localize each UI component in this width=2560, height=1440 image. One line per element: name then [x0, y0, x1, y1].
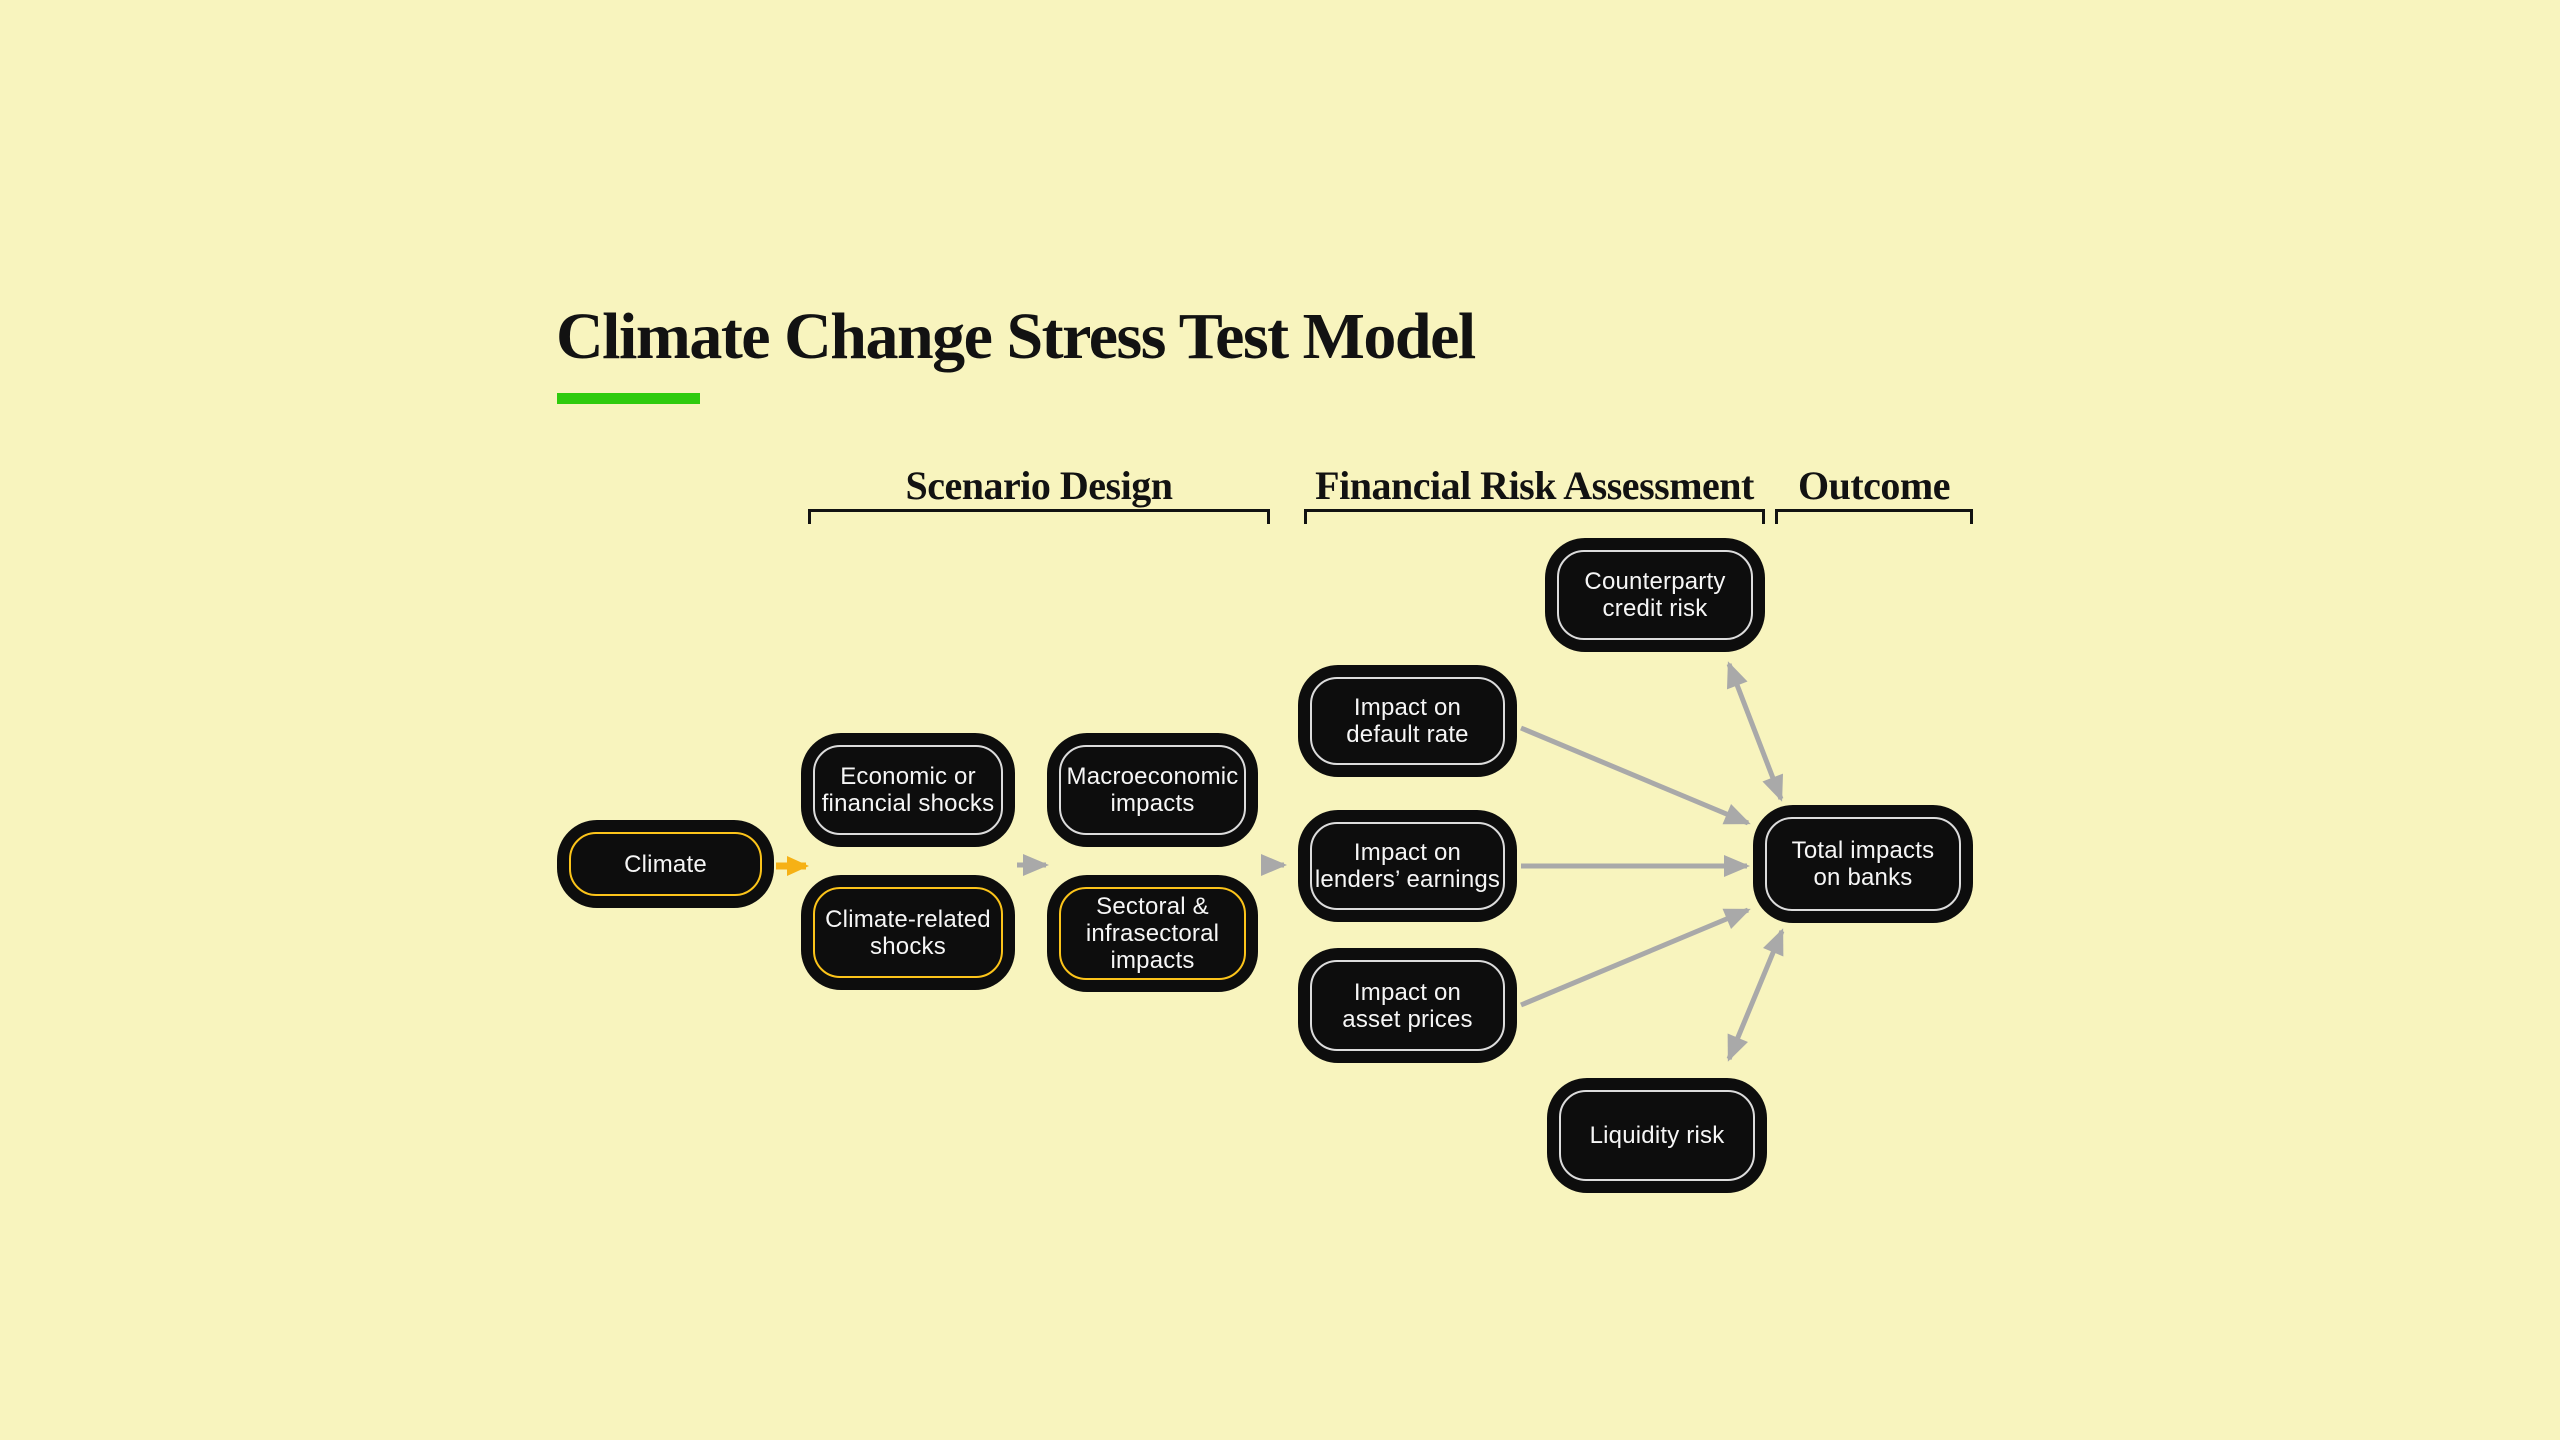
- group-label-outcome: Outcome: [1797, 463, 1951, 508]
- node-label-asset-prices: Impact on asset prices: [1342, 978, 1473, 1033]
- node-label-total-impacts: Total impacts on banks: [1791, 837, 1935, 891]
- node-economic-shocks: Economic or financial shocks: [801, 733, 1015, 847]
- group-bracket-financial-risk-assessment: [1304, 509, 1765, 524]
- node-climate: Climate: [557, 820, 774, 908]
- page-title: Climate Change Stress Test Model: [556, 300, 1476, 373]
- node-label-macro-impacts: Macroeconomic impacts: [1066, 763, 1239, 817]
- group-label-financial-risk-assessment: Financial Risk Assessment: [1315, 463, 1754, 508]
- edge-total-impacts-to-counterparty-risk: [1726, 661, 1784, 802]
- node-label-climate: Climate: [624, 850, 707, 878]
- edge-total-impacts-to-liquidity-risk: [1726, 928, 1785, 1062]
- group-bracket-scenario-design: [808, 509, 1270, 524]
- node-label-economic-shocks: Economic or financial shocks: [821, 763, 995, 817]
- node-label-sectoral-impacts: Sectoral & infrasectoral impacts: [1085, 893, 1220, 974]
- edge-default-rate-to-total-impacts: [1520, 725, 1751, 826]
- edge-asset-prices-to-total-impacts: [1520, 907, 1751, 1008]
- node-total-impacts: Total impacts on banks: [1753, 805, 1973, 923]
- node-label-climate-shocks: Climate-related shocks: [825, 905, 991, 960]
- node-climate-shocks: Climate-related shocks: [801, 875, 1015, 990]
- node-sectoral-impacts: Sectoral & infrasectoral impacts: [1047, 875, 1258, 992]
- node-asset-prices: Impact on asset prices: [1298, 948, 1517, 1063]
- node-counterparty-risk: Counterparty credit risk: [1545, 538, 1765, 652]
- node-lenders-earnings: Impact on lenders’ earnings: [1298, 810, 1517, 922]
- node-label-lenders-earnings: Impact on lenders’ earnings: [1314, 839, 1501, 893]
- group-label-scenario-design: Scenario Design: [905, 463, 1173, 508]
- node-macro-impacts: Macroeconomic impacts: [1047, 733, 1258, 847]
- node-label-liquidity-risk: Liquidity risk: [1589, 1122, 1725, 1149]
- node-liquidity-risk: Liquidity risk: [1547, 1078, 1767, 1193]
- node-label-default-rate: Impact on default rate: [1346, 694, 1469, 748]
- node-label-counterparty-risk: Counterparty credit risk: [1584, 568, 1726, 622]
- title-accent-bar: [557, 393, 700, 404]
- group-bracket-outcome: [1775, 509, 1973, 524]
- node-default-rate: Impact on default rate: [1298, 665, 1517, 777]
